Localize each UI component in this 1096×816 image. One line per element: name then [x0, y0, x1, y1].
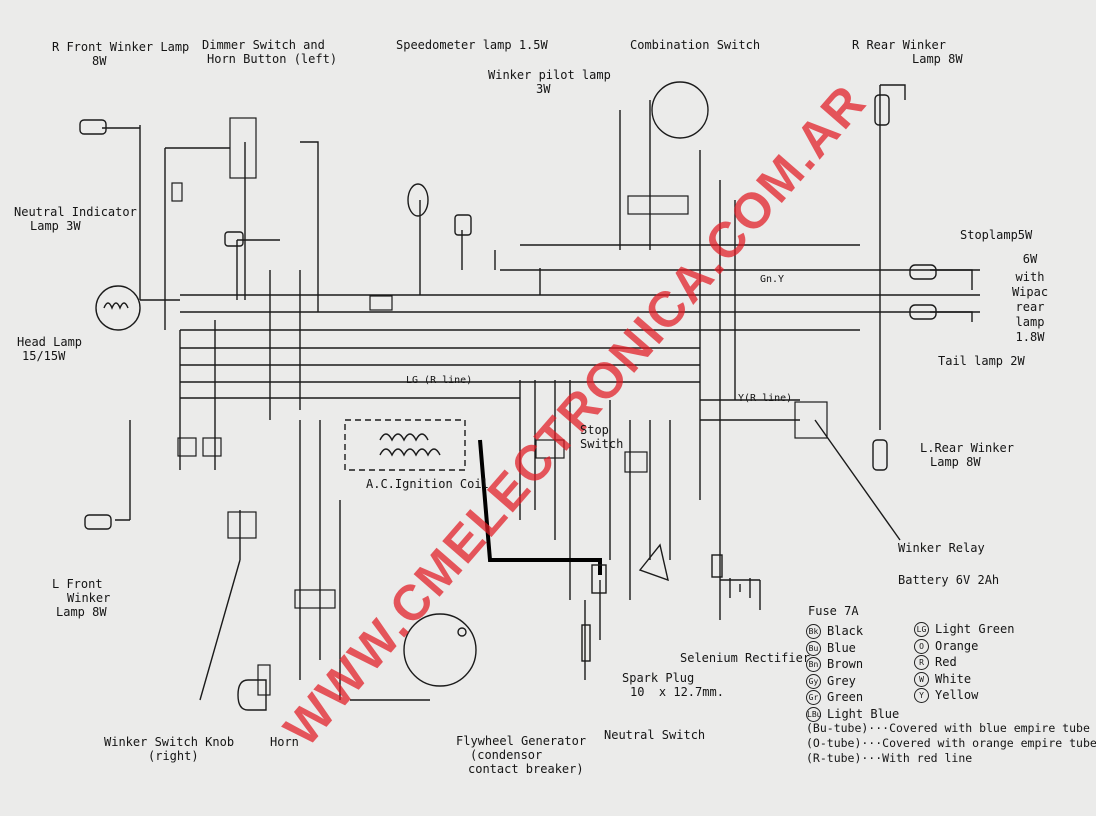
- dimmer-switch-label: Dimmer Switch and: [202, 38, 325, 52]
- flywheel-generator-label-3: contact breaker): [468, 762, 584, 776]
- wire-tag-lg-r-line: LG (R line): [406, 375, 473, 386]
- legend-row: Bn Brown: [806, 656, 899, 673]
- wipac-note-5: lamp: [1015, 315, 1045, 329]
- r-rear-winker-watt: Lamp 8W: [912, 52, 963, 66]
- wire-code-badge: Gy: [806, 673, 821, 689]
- selenium-rectifier-label: Selenium Rectifier: [680, 651, 811, 665]
- wire-color-name: Blue: [827, 640, 856, 655]
- wire-color-name: Yellow: [935, 688, 979, 702]
- horn-label: Horn: [270, 735, 299, 749]
- wipac-note-2: with: [1015, 270, 1045, 284]
- wire-color-name: Light Blue: [827, 706, 900, 721]
- wire-code-badge: LG: [914, 622, 929, 637]
- tube-notes: (Bu-tube)···Covered with blue empire tub…: [806, 721, 1096, 766]
- neutral-indicator-label: Neutral Indicator: [14, 205, 137, 219]
- battery-label: Battery 6V 2Ah: [898, 573, 1000, 587]
- winker-switch-knob-label: Winker Switch Knob: [104, 735, 235, 749]
- dimmer-switch-label-2: Horn Button (left): [207, 52, 338, 66]
- stop-lamp-label: Stoplamp5W: [960, 228, 1033, 242]
- legend-row: Gy Grey: [806, 673, 899, 690]
- r-front-winker-watt: 8W: [92, 54, 107, 68]
- winker-pilot-watt: 3W: [536, 82, 551, 96]
- legend-row: Bu Blue: [806, 640, 899, 657]
- r-front-winker-label: R Front Winker Lamp: [52, 40, 190, 54]
- flywheel-generator-label: Flywheel Generator: [456, 734, 587, 748]
- neutral-switch-label: Neutral Switch: [604, 728, 706, 742]
- wire-code-badge: R: [914, 655, 929, 670]
- wire-code-badge: Bu: [806, 640, 821, 656]
- stop-switch-label-2: Switch: [580, 437, 624, 451]
- legend-row: W White: [914, 671, 1014, 688]
- winker-relay-label: Winker Relay: [898, 541, 985, 555]
- stop-switch-label: Stop: [580, 423, 609, 437]
- spark-plug-size: 10 x 12.7mm.: [630, 685, 724, 699]
- wire-color-name: White: [935, 671, 972, 686]
- wire-color-name: Orange: [935, 638, 979, 653]
- legend-row: Gr Green: [806, 689, 899, 706]
- wire-code-badge: Gr: [806, 690, 821, 705]
- winker-switch-knob-label-2: (right): [148, 749, 199, 763]
- wire-color-name: Brown: [827, 657, 864, 671]
- head-lamp-label: Head Lamp: [17, 335, 83, 349]
- l-front-winker-label-2: Winker: [67, 591, 111, 605]
- l-rear-winker-label: L.Rear Winker: [920, 441, 1014, 455]
- legend-row: Bk Black: [806, 623, 899, 640]
- speedometer-lamp-label: Speedometer lamp 1.5W: [396, 38, 548, 52]
- neutral-indicator-watt: Lamp 3W: [30, 219, 81, 233]
- fuse-label: Fuse 7A: [808, 604, 859, 618]
- r-rear-winker-label: R Rear Winker: [852, 38, 946, 52]
- wire-tag-y-r-line: Y(R line): [738, 393, 793, 404]
- wire-color-name: Grey: [827, 673, 856, 688]
- wire-code-badge: Bk: [806, 624, 821, 639]
- wire-code-badge: Y: [914, 688, 929, 703]
- wipac-note-3: Wipac: [1011, 285, 1049, 299]
- l-rear-winker-watt: Lamp 8W: [930, 455, 981, 469]
- wipac-note-6: 1.8W: [1015, 330, 1045, 344]
- l-front-winker-label: L Front: [52, 577, 103, 591]
- wire-color-name: Red: [935, 655, 957, 669]
- wire-color-name: Black: [827, 624, 864, 638]
- wire-code-badge: LBu: [806, 706, 821, 722]
- wire-color-name: Green: [827, 690, 864, 704]
- wipac-note-1: 6W: [1022, 252, 1038, 266]
- l-front-winker-watt: Lamp 8W: [56, 605, 107, 619]
- head-lamp-watt: 15/15W: [22, 349, 66, 363]
- ignition-coil-label: A.C.Ignition Coil: [366, 477, 489, 491]
- tube-note: (Bu-tube)···Covered with blue empire tub…: [806, 721, 1090, 735]
- wire-color-name: Light Green: [935, 622, 1015, 636]
- tube-note: (O-tube)···Covered with orange empire tu…: [806, 736, 1096, 750]
- wire-code-badge: Bn: [806, 657, 821, 672]
- tube-note: (R-tube)···With red line: [806, 751, 973, 765]
- wire-tag-gn-y: Gn.Y: [760, 274, 785, 285]
- legend-row: Y Yellow: [914, 687, 1014, 704]
- flywheel-generator-label-2: (condensor: [470, 748, 543, 762]
- tail-lamp-label: Tail lamp 2W: [938, 354, 1025, 368]
- wire-code-badge: O: [914, 638, 929, 654]
- legend-row: O Orange: [914, 638, 1014, 655]
- wire-code-badge: W: [914, 671, 929, 687]
- wipac-note-4: rear: [1015, 300, 1045, 314]
- spark-plug-label: Spark Plug: [622, 671, 695, 685]
- combination-switch-label: Combination Switch: [630, 38, 761, 52]
- legend-row: R Red: [914, 654, 1014, 671]
- winker-pilot-label: Winker pilot lamp: [488, 68, 611, 82]
- legend-row: LBu Light Blue: [806, 706, 899, 723]
- legend-row: LG Light Green: [914, 621, 1014, 638]
